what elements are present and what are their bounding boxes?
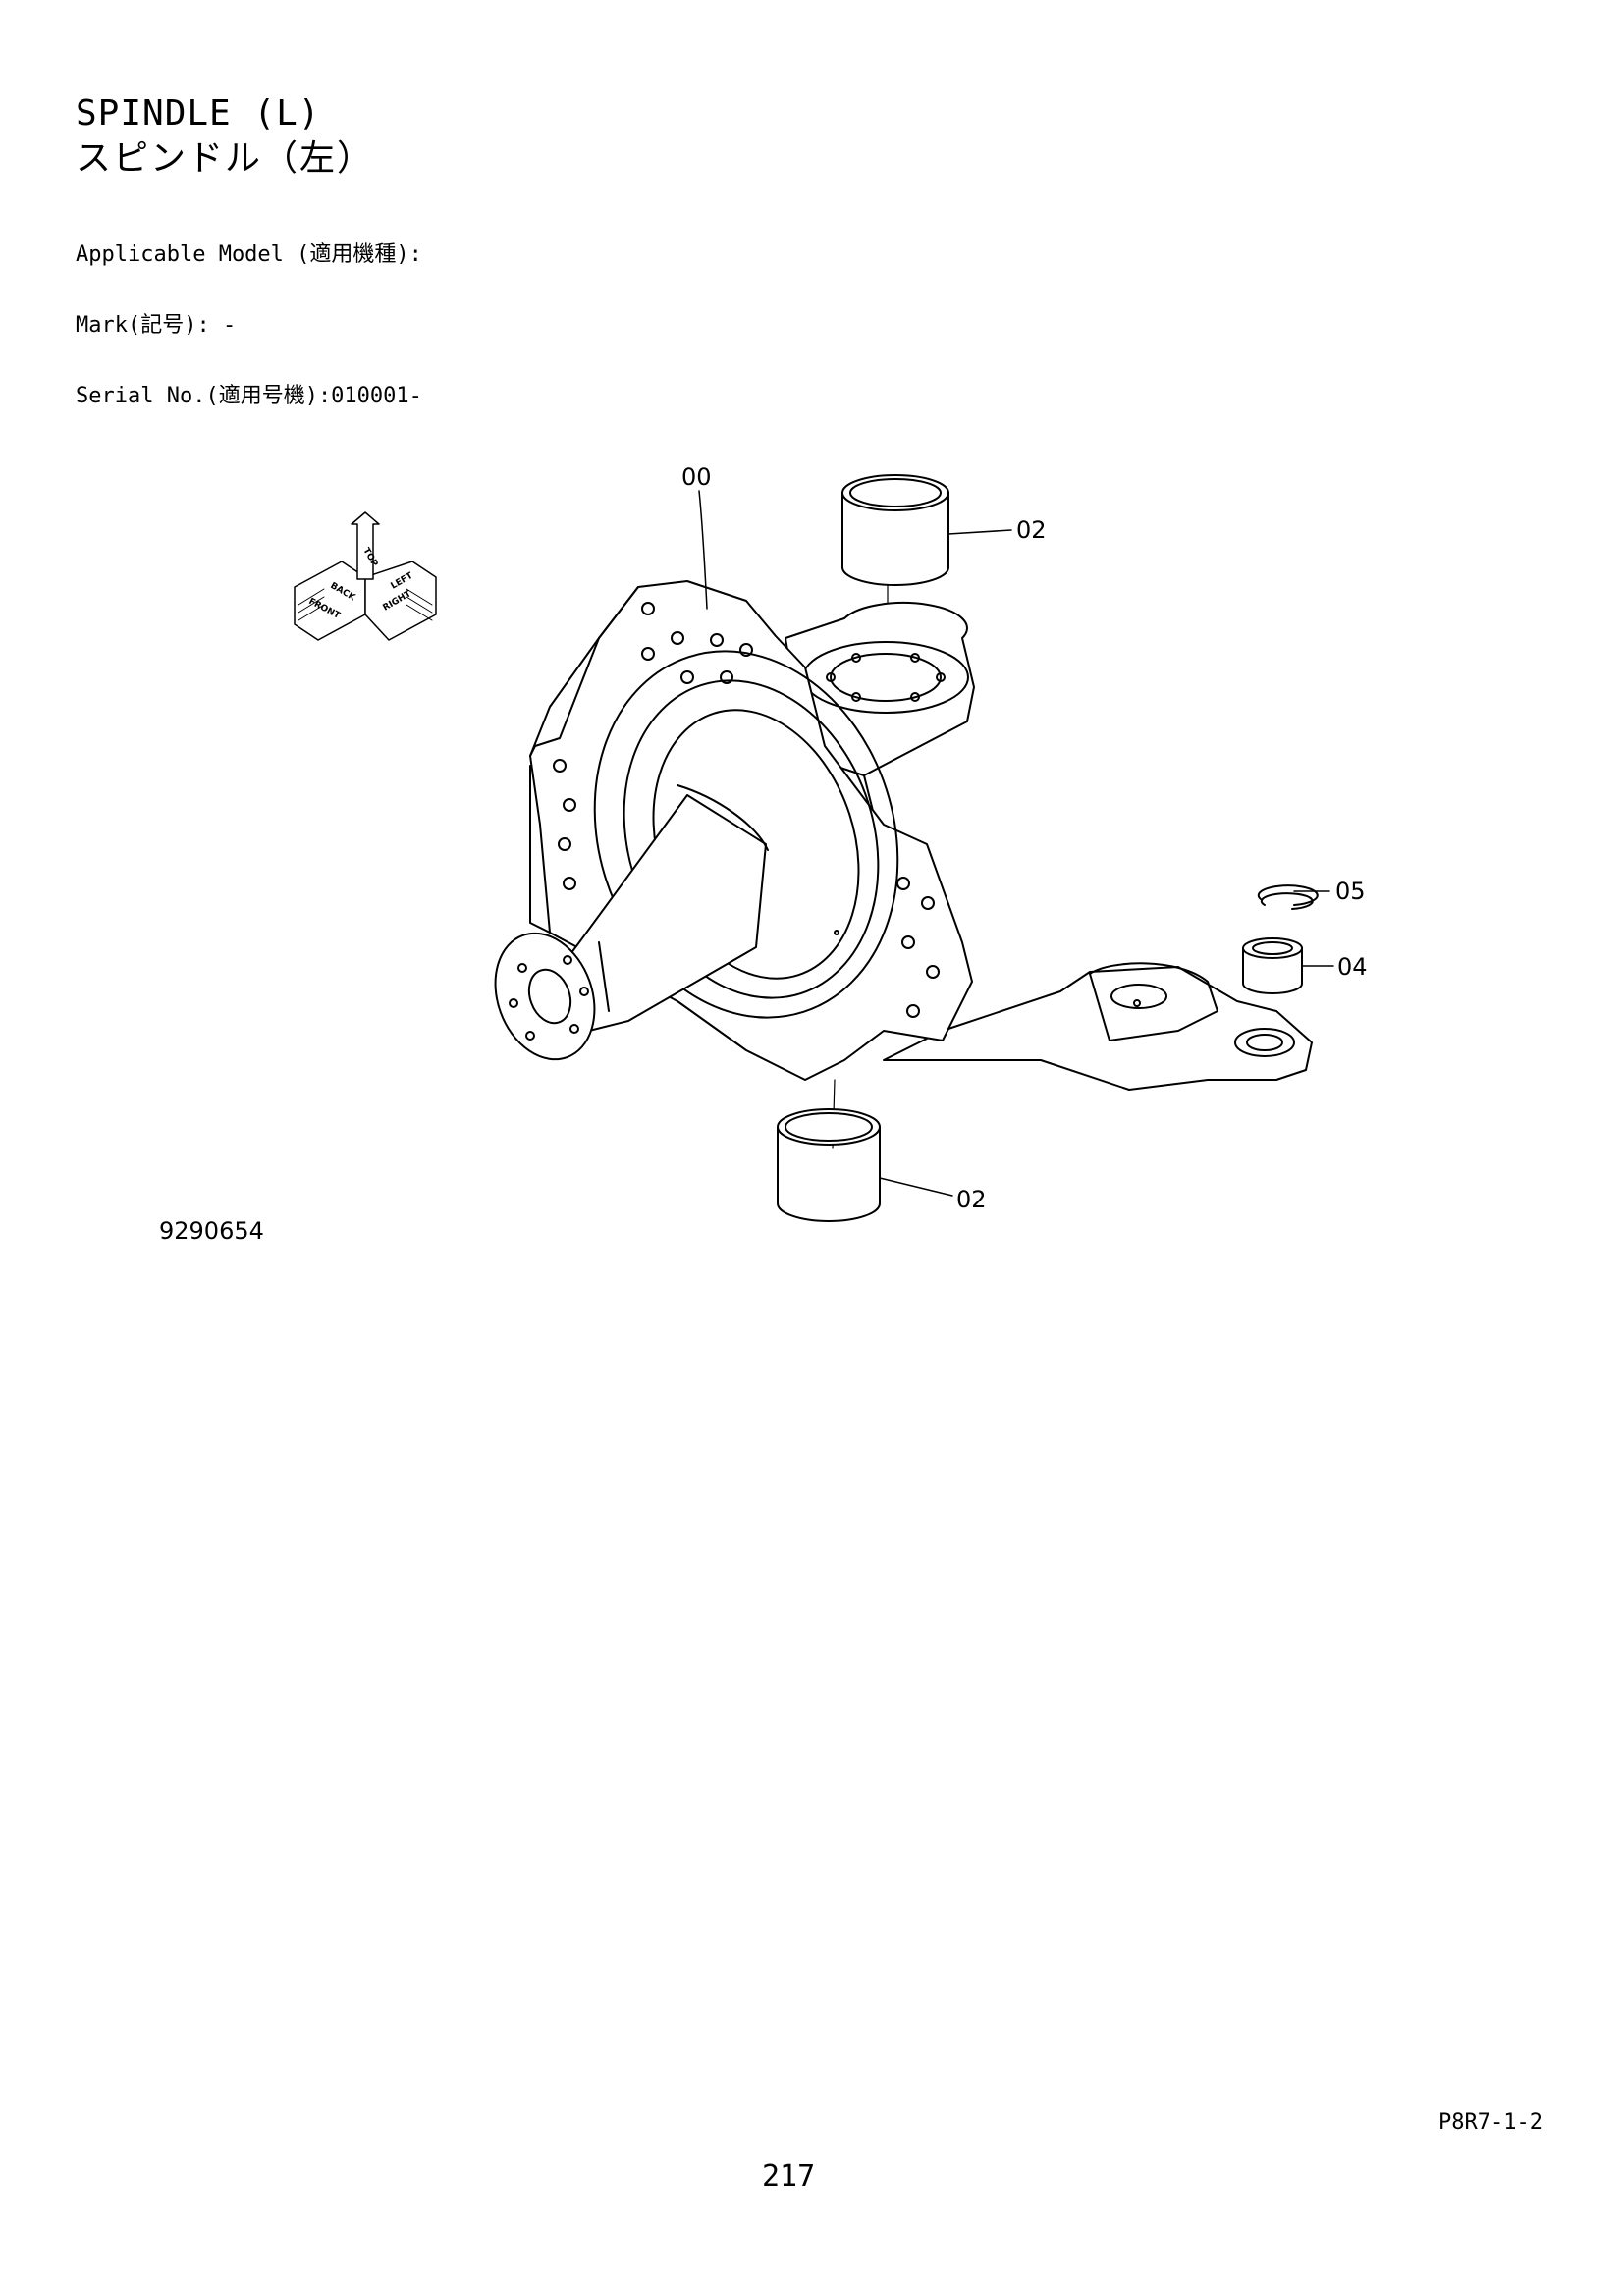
title-japanese: スピンドル（左） — [76, 138, 375, 179]
leader-lines — [698, 490, 1334, 1197]
page-number: 217 — [762, 2160, 816, 2194]
figure-number: 9290654 — [159, 1217, 264, 1245]
page-header: SPINDLE (L) スピンドル（左） Applicable Model (適… — [76, 92, 422, 455]
page-code: P8R7-1-2 — [1438, 2110, 1543, 2135]
callout-00: 00 — [681, 463, 712, 491]
callout-02-lower: 02 — [956, 1186, 987, 1213]
callout-04: 04 — [1337, 953, 1368, 981]
serial-number-label: Serial No.(適用号機):010001- — [76, 384, 422, 408]
upper-bushing-part — [841, 474, 949, 678]
title-english: SPINDLE (L) — [76, 93, 321, 133]
model-info: Applicable Model (適用機種): Mark(記号): - Ser… — [76, 196, 422, 455]
bearing-part — [1242, 937, 1303, 994]
applicable-model-label: Applicable Model (適用機種): — [76, 242, 422, 267]
lower-bushing-part — [777, 1079, 881, 1222]
orientation-indicator-icon: TOP FRONT RIGHT BACK LEFT — [294, 511, 437, 641]
callout-02-upper: 02 — [1016, 516, 1047, 544]
spindle-body-part — [494, 580, 1313, 1091]
mark-label: Mark(記号): - — [76, 313, 237, 338]
snap-ring-part — [1257, 884, 1319, 910]
callout-05: 05 — [1335, 878, 1366, 905]
